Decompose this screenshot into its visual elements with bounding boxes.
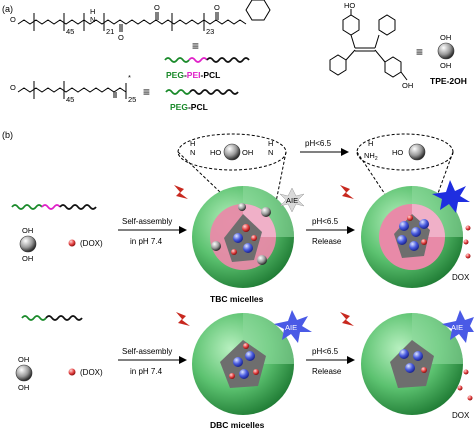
row2-dox-release-label: DOX (452, 411, 470, 420)
row1-dox-release-label: DOX (452, 273, 470, 282)
tpe-sphere-oh-bottom: OH (440, 61, 451, 70)
row1-tpe-sphere-icon (19, 235, 37, 253)
tpe-sphere-oh-top: OH (440, 33, 451, 42)
panel-b-label: (b) (2, 130, 13, 140)
arrow-top-label: pH<6.5 (305, 139, 332, 148)
tpe-label: TPE-2OH (430, 76, 467, 86)
row2-dox-icon (68, 368, 76, 376)
legend-peg-pcl: PEG-PCL (170, 102, 208, 112)
tbc-caption: TBC micelles (210, 294, 264, 304)
row2-chain (21, 315, 83, 321)
row1-aie-label: AIE (286, 196, 298, 205)
row1-chain (11, 204, 97, 210)
zoom-left-h2: H (268, 139, 273, 148)
row2-released-dox-1 (463, 369, 469, 375)
tbc-micelle (192, 186, 294, 288)
chem-star: * (128, 73, 131, 82)
dbc-caption: DBC micelles (210, 420, 265, 430)
tpe-ho-top: HO (344, 1, 355, 10)
row2-aie-burst-right-icon (442, 310, 474, 343)
chem-n21: 21 (106, 27, 114, 36)
chem-o-5: O (10, 83, 16, 92)
chem-h: H (90, 7, 95, 16)
zoom-left-n1: N (190, 148, 195, 157)
peg-pcl-chain (165, 89, 239, 95)
zoom-right-h: H (368, 139, 373, 148)
row2-oh-bottom: OH (18, 383, 29, 392)
tbc-micelle-released (361, 186, 463, 288)
chem-n23: 23 (206, 27, 214, 36)
zoom-right-sphere-icon (408, 143, 426, 161)
zoom-left-n2: N (268, 148, 273, 157)
row1-released-dox-3 (465, 253, 471, 259)
tpe-2oh-structure (329, 9, 408, 81)
chem-o-2: O (118, 33, 124, 42)
row2-aie-right-label: AIE (451, 323, 463, 332)
row2-lightning-left-icon (176, 312, 190, 326)
row1-step1-bottom: in pH 7.4 (130, 237, 163, 246)
row1-dox-icon (68, 239, 76, 247)
chem-o-1: O (10, 15, 16, 24)
peg-pei-pcl-chain (164, 57, 250, 63)
tpe-oh-bottom: OH (402, 81, 413, 90)
peg-pcl-structure (17, 81, 127, 99)
row2-step2-bottom: Release (312, 367, 342, 376)
zoom-right-nh: NH2 (364, 151, 378, 162)
row1-step2-top: pH<6.5 (312, 217, 339, 226)
dbc-micelle (192, 313, 294, 415)
zoom-bubble-right (356, 133, 454, 233)
row2-tpe-sphere-icon (15, 364, 33, 382)
equiv-sign-1: ≡ (192, 39, 199, 53)
row2-dox-text: (DOX) (80, 368, 103, 377)
chem-o-4: O (214, 3, 220, 12)
row2-lightning-right-icon (340, 312, 354, 326)
row1-lightning-right-icon (340, 185, 354, 199)
row2-aie-burst-left-icon (274, 310, 312, 343)
zoom-left-h1: H (190, 139, 195, 148)
row1-step1-top: Self-assembly (122, 217, 172, 226)
row1-dox-text: (DOX) (80, 239, 103, 248)
row2-released-dox-3 (467, 395, 473, 401)
zoom-left-ho: HO (210, 148, 221, 157)
equiv-sign-3: ≡ (416, 45, 423, 59)
row1-lightning-left-icon (174, 185, 188, 199)
row1-step2-bottom: Release (312, 237, 342, 246)
row1-oh-top: OH (22, 226, 33, 235)
row2-oh-top: OH (18, 355, 29, 364)
tpe-sphere-icon (437, 42, 455, 60)
equiv-sign-2: ≡ (143, 85, 150, 99)
panel-a-label: (a) (2, 4, 13, 14)
row1-released-dox-1 (465, 225, 471, 231)
row2-released-dox-2 (457, 385, 463, 391)
row2-aie-left-label: AIE (285, 323, 297, 332)
legend-peg-pei-pcl: PEG-PEI-PCL (166, 70, 220, 80)
row1-oh-bottom: OH (22, 254, 33, 263)
peg-pei-pcl-structure (17, 0, 271, 32)
dbc-micelle-released (361, 313, 463, 415)
chem-o-3: O (154, 3, 160, 12)
zoom-left-oh: OH (242, 148, 253, 157)
chem-n45-top: 45 (66, 27, 74, 36)
row2-step1-bottom: in pH 7.4 (130, 367, 163, 376)
chem-n45-bottom: 45 (66, 95, 74, 104)
zoom-right-ho: HO (392, 148, 403, 157)
chem-n: N (90, 15, 95, 24)
row1-aie-strong-burst-icon (432, 180, 470, 213)
chem-n25: 25 (128, 95, 136, 104)
zoom-left-sphere-icon (223, 143, 241, 161)
row2-step2-top: pH<6.5 (312, 347, 339, 356)
row1-aie-burst-icon (279, 187, 305, 213)
row1-released-dox-2 (463, 239, 469, 245)
row2-step1-top: Self-assembly (122, 347, 172, 356)
